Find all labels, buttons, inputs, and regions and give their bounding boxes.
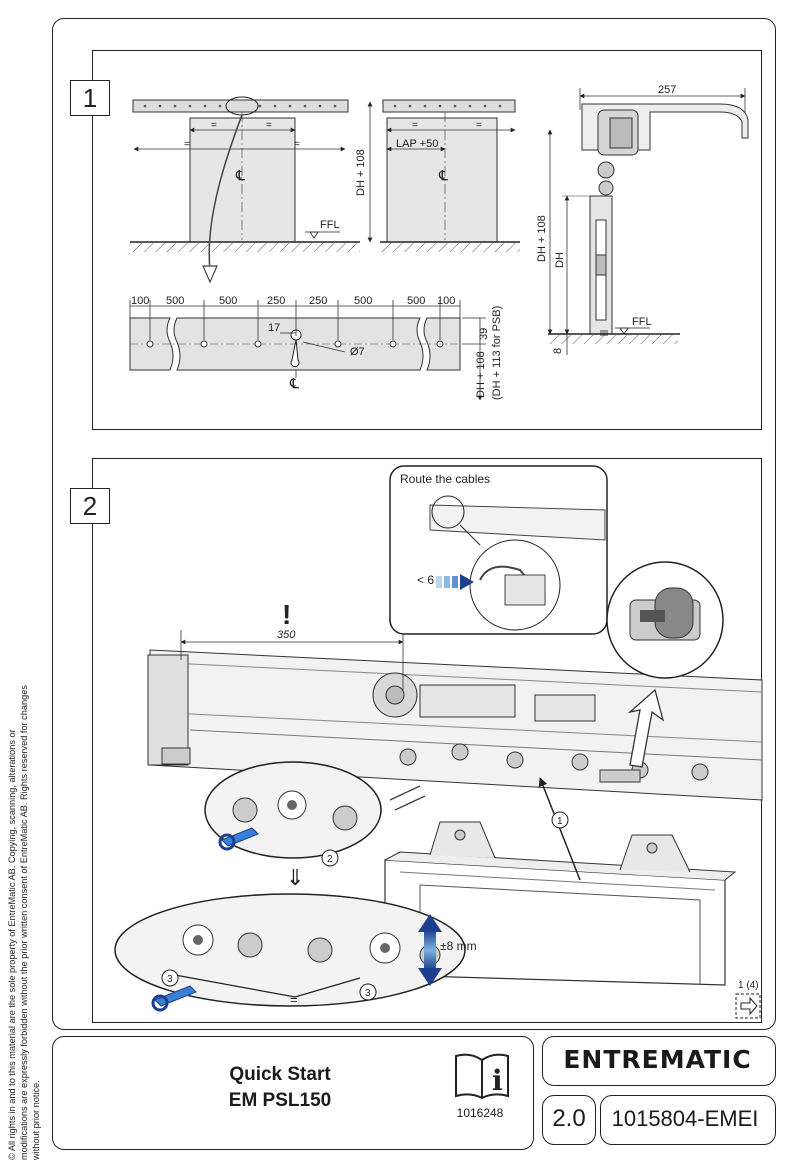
svg-text:Route the cables: Route the cables [400,472,490,486]
svg-text:LAP +50: LAP +50 [396,138,438,150]
svg-text:257: 257 [658,84,676,96]
svg-text:℄: ℄ [438,167,448,183]
distance-350: 350 [277,629,296,641]
svg-text:=: = [184,139,190,150]
page-ref: 1 (4) [738,980,759,991]
svg-text:500: 500 [166,295,184,307]
svg-text:39: 39 [478,328,490,340]
cable-callout: Route the cables < 6 [389,465,608,635]
svg-text:FFL: FFL [632,316,652,328]
svg-text:=: = [294,139,300,150]
svg-text:i: i [492,1064,503,1097]
step2-number: 2 [70,488,110,524]
door-leaf [384,821,737,986]
brand-logo: ENTREMATIC [563,1045,752,1074]
part-number: 1015804-EMEI [611,1106,759,1131]
svg-text:(DH + 113 for PSB): (DH + 113 for PSB) [491,306,503,400]
svg-text:3: 3 [365,988,371,999]
svg-text:2: 2 [327,854,333,865]
svg-text:±8 mm: ±8 mm [440,939,477,953]
svg-text:500: 500 [407,295,425,307]
svg-text:=: = [476,120,482,131]
svg-text:DH + 108: DH + 108 [536,215,548,262]
next-page-icon[interactable] [740,996,758,1016]
footer-title-box [52,1036,534,1150]
svg-text:FFL: FFL [320,219,340,231]
svg-text:=: = [266,120,272,131]
front-view-right: = = LAP +50 ℄ [380,99,520,252]
svg-text:500: 500 [354,295,372,307]
svg-text:1: 1 [557,816,563,827]
svg-text:< 6: < 6 [417,573,434,587]
svg-text:250: 250 [267,295,285,307]
svg-text:Ø7: Ø7 [350,346,365,358]
svg-text:100: 100 [131,295,149,307]
rail-detail: 100 500 500 250 250 500 500 100 17 Ø7 ℄ … [129,295,503,401]
svg-text:DH + 108: DH + 108 [475,351,487,398]
detail-arrow [208,114,243,271]
front-view-left: = = = = ℄ FFL DH + 108 [130,96,373,252]
manual-number: 1016248 [456,1106,504,1120]
brand-box [542,1036,776,1086]
adjust-arrow: ±8 mm [418,914,477,986]
version-number: 2.0 [552,1105,586,1132]
svg-text:℄: ℄ [289,375,299,391]
svg-text:=: = [412,120,418,131]
warning-mark: ! [282,599,291,630]
step1-number: 1 [70,80,110,116]
svg-text:DH + 108: DH + 108 [355,149,367,196]
partno-box [600,1095,776,1145]
svg-text:℄: ℄ [235,167,245,183]
svg-text:500: 500 [219,295,237,307]
svg-text:=: = [211,120,217,131]
detail-3: = 3 3 [114,893,466,1012]
svg-text:DH: DH [554,252,566,268]
version-box [542,1095,596,1145]
detail-2: 2 [204,761,382,867]
manual-icon: i [455,1053,509,1100]
section-view: 257 FFL DH + 108 DH 8 [536,84,749,355]
svg-text:250: 250 [309,295,327,307]
document-title: Quick Start [229,1064,331,1085]
svg-text:8: 8 [552,348,564,354]
svg-text:3: 3 [167,974,173,985]
svg-text:17: 17 [268,322,280,334]
down-arrow: ⇓ [286,865,304,890]
svg-text:100: 100 [437,295,455,307]
svg-text:=: = [290,992,298,1007]
product-name: EM PSL150 [228,1090,332,1111]
clip-callout [606,561,724,679]
